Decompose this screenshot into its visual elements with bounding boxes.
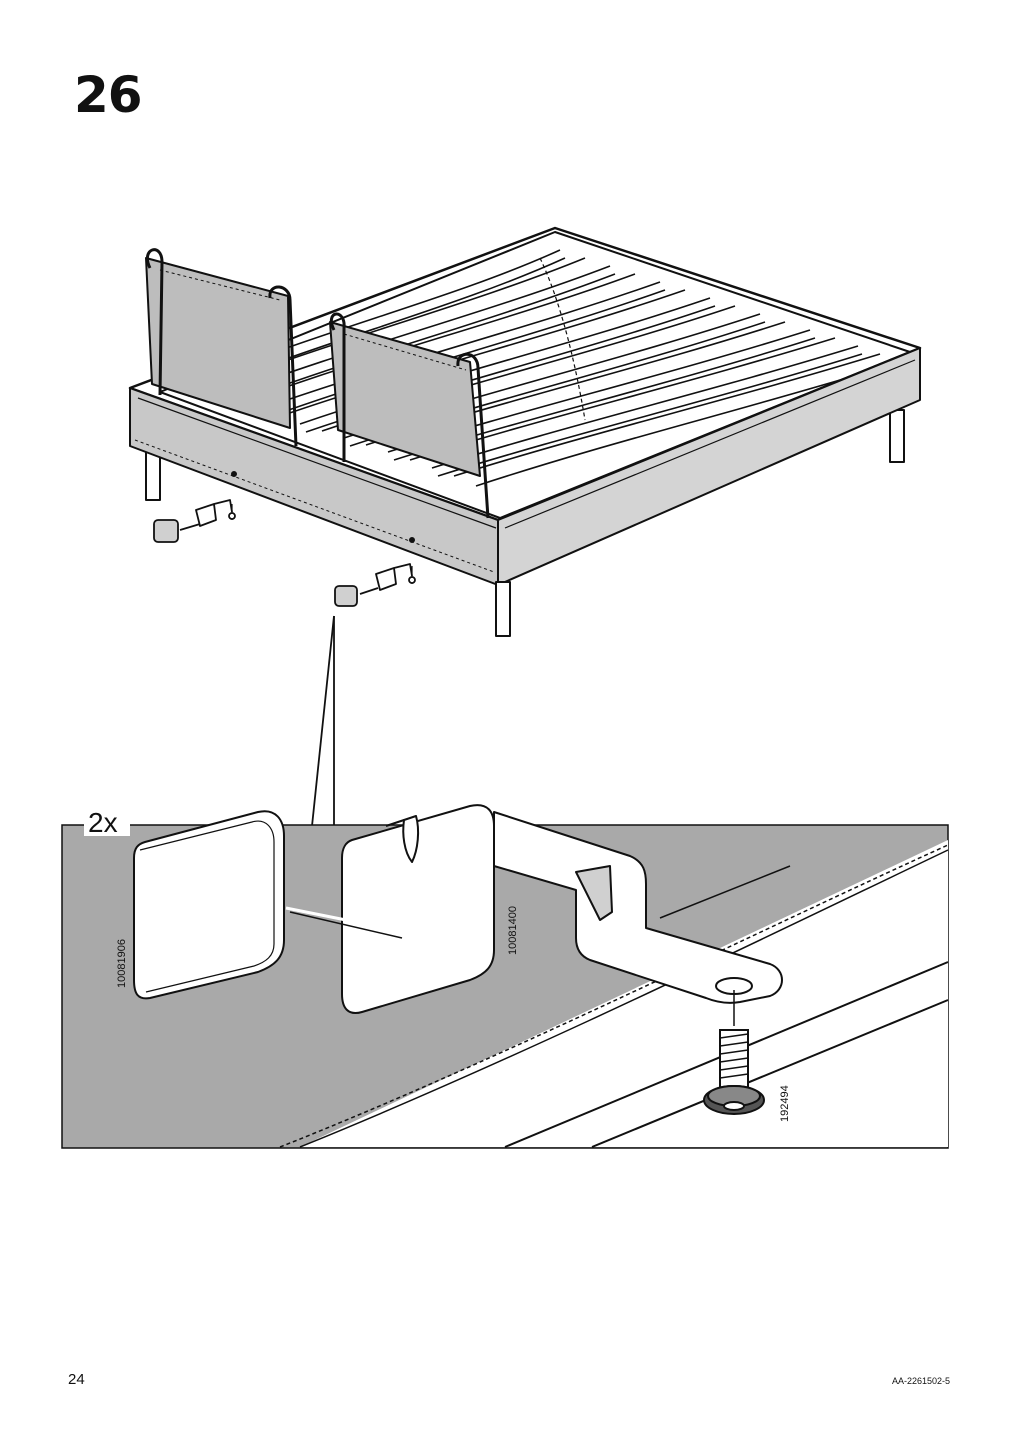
detail-panel xyxy=(61,806,949,1149)
document-code: AA-2261502-5 xyxy=(891,1376,950,1386)
exploded-parts-right xyxy=(334,563,416,607)
bed-illustration xyxy=(128,226,922,637)
page-number: 24 xyxy=(68,1371,85,1388)
callout-lines xyxy=(311,615,335,827)
quantity-label: 2x xyxy=(88,807,118,838)
end-cap-part xyxy=(133,810,285,1000)
part-number-screw: 192494 xyxy=(779,1085,791,1122)
screw-part xyxy=(703,990,765,1115)
part-number-cap: 10081906 xyxy=(116,939,128,988)
part-number-bracket-cap: 10081400 xyxy=(507,906,519,955)
metal-bracket-part xyxy=(493,811,783,1004)
headboard-left xyxy=(145,248,298,447)
step-number: 26 xyxy=(74,66,143,124)
slat-grid xyxy=(181,249,901,487)
exploded-parts-left xyxy=(153,499,236,543)
headboard-right xyxy=(329,312,490,519)
bracket-cap-part xyxy=(285,804,495,1014)
